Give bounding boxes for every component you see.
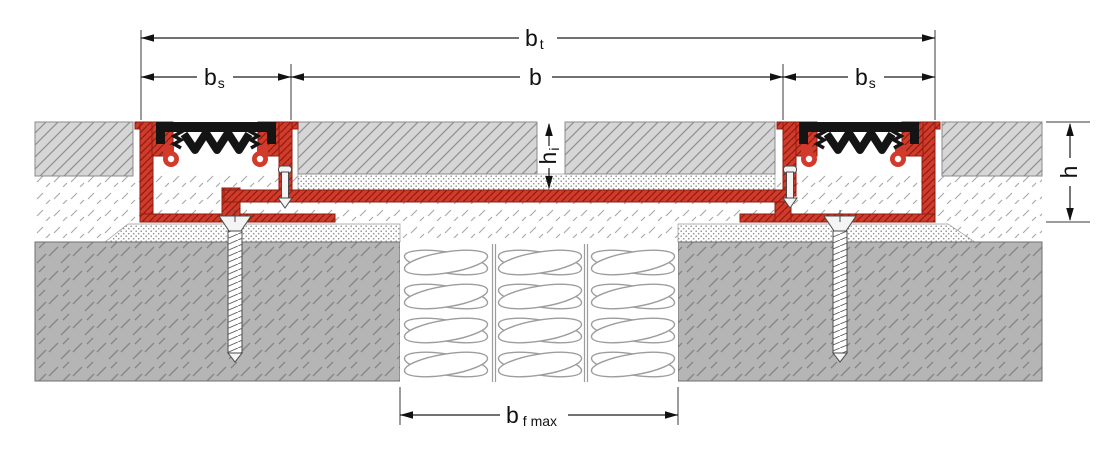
tile-left-outer [34,121,134,177]
left-spring-clips [163,145,268,167]
dimension-bs-right: bs [783,64,935,91]
concrete-slab-right [677,241,1043,382]
bellows-left-coil-b [247,126,262,150]
dimension-bs-left: bs [141,64,291,91]
right-outer-wall [921,121,936,223]
rail-screw-right [782,165,798,209]
tile-center-left [297,121,538,175]
dimension-hi: hi [535,123,562,189]
bellows-insert-left [156,122,276,154]
anchor-right-shaft [832,230,848,354]
label-bs-right: bs [855,64,876,91]
bellows-right-coil-a [813,126,828,150]
floor-layers [34,121,1043,382]
anchor-left-shaft [227,230,243,354]
joint-gap-insulation [400,242,678,383]
extension-lines [140,30,936,425]
label-hi: hi [535,148,562,165]
bellows-right-coil-b [890,126,905,150]
anchor-screw-left [218,210,252,363]
batt-divider-lines [491,244,589,382]
label-h: h [1056,166,1082,179]
bellows-right-accordion [823,129,896,154]
concrete-slab-left [34,241,401,382]
bellows-left-accordion [180,129,253,154]
label-b: b [529,64,542,90]
bellows-left-coil-a [170,126,185,150]
label-bs-left: bs [204,64,225,91]
bellows-insert-right [799,122,919,154]
mortar-band-right [677,223,977,243]
center-cover-plate [223,189,792,203]
rail-screw-left [277,165,293,209]
mortar-band-left [103,223,401,243]
right-spring-clips [801,145,906,167]
left-outer-wall [139,121,154,223]
anchor-right-tip [831,352,849,363]
dimension-b: b [291,64,783,90]
anchor-left-tip [226,352,244,363]
mortar-bed-center [297,173,776,192]
anchor-screw-right [823,210,857,363]
tile-center-right [564,121,776,175]
dimension-h: h [1046,121,1090,223]
tile-right-outer [941,121,1043,177]
